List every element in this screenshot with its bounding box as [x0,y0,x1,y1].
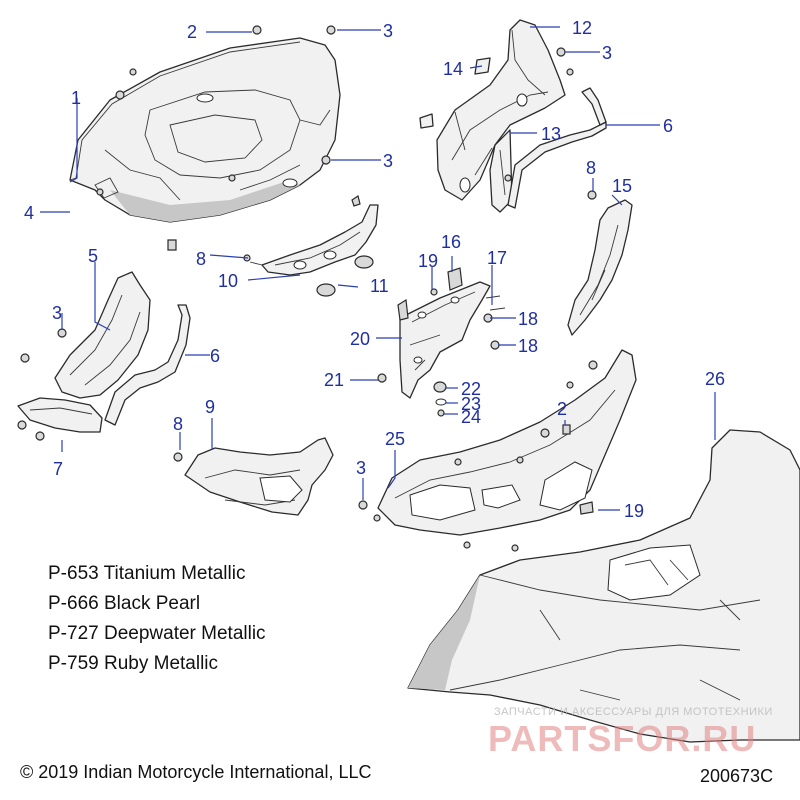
leader-lines [40,26,716,511]
callout: 1 [71,88,81,108]
callout: 25 [385,429,405,449]
callout: 19 [624,501,644,521]
callout: 3 [602,43,612,63]
callout: 14 [443,59,463,79]
callout: 15 [612,176,632,196]
callout: 5 [88,246,98,266]
part-headlight-bezel [377,349,637,536]
callout: 17 [487,248,507,268]
part-inner-fairing [69,37,341,251]
callout: 6 [663,116,673,136]
paint-code-line: P-666 Black Pearl [48,593,201,614]
part-small-bezel [184,437,334,516]
watermark-tagline: ЗАПЧАСТИ И АКСЕССУАРЫ ДЛЯ МОТОТЕХНИКИ [494,706,773,718]
callout: 18 [518,336,538,356]
callout: 13 [541,124,561,144]
part-outer-fairing [407,429,800,743]
callout: 12 [572,18,592,38]
paint-code-line: P-727 Deepwater Metallic [48,623,266,644]
drawing-number: 200673C [700,766,774,786]
callout: 16 [441,232,461,252]
callout: 3 [52,303,62,323]
part-mounting-plate [397,267,506,406]
callout: 21 [324,370,344,390]
paint-code-line: P-759 Ruby Metallic [48,653,219,674]
callout: 9 [205,397,215,417]
callout: 6 [210,346,220,366]
paint-code-line: P-653 Titanium Metallic [48,563,246,584]
callout: 18 [518,309,538,329]
callout: 2 [557,399,567,419]
callout: 26 [705,369,725,389]
part-center-bracket [249,195,379,297]
copyright-notice: © 2019 Indian Motorcycle International, … [20,762,372,782]
callout: 8 [173,414,183,434]
watermark-logo: PARTSFOR.RU [488,718,757,759]
callout: 7 [53,459,63,479]
callout: 3 [383,21,393,41]
callout: 22 [461,379,481,399]
callout: 24 [461,407,481,427]
callout: 8 [586,158,596,178]
callout: 19 [418,251,438,271]
callout: 10 [218,271,238,291]
callout: 20 [350,329,370,349]
callout: 2 [187,22,197,42]
part-right-inner-panel [419,19,607,213]
part-left-side-panel [17,271,191,433]
callout: 8 [196,249,206,269]
callout: 3 [383,151,393,171]
callout: 3 [356,458,366,478]
part-right-side-panel [567,199,633,336]
callout: 23 [461,394,481,414]
callout: 4 [24,203,34,223]
callout-labels: 1 2 3 3 3 4 5 6 7 8 9 10 8 11 12 3 14 13… [24,18,725,521]
callout: 11 [370,276,389,296]
